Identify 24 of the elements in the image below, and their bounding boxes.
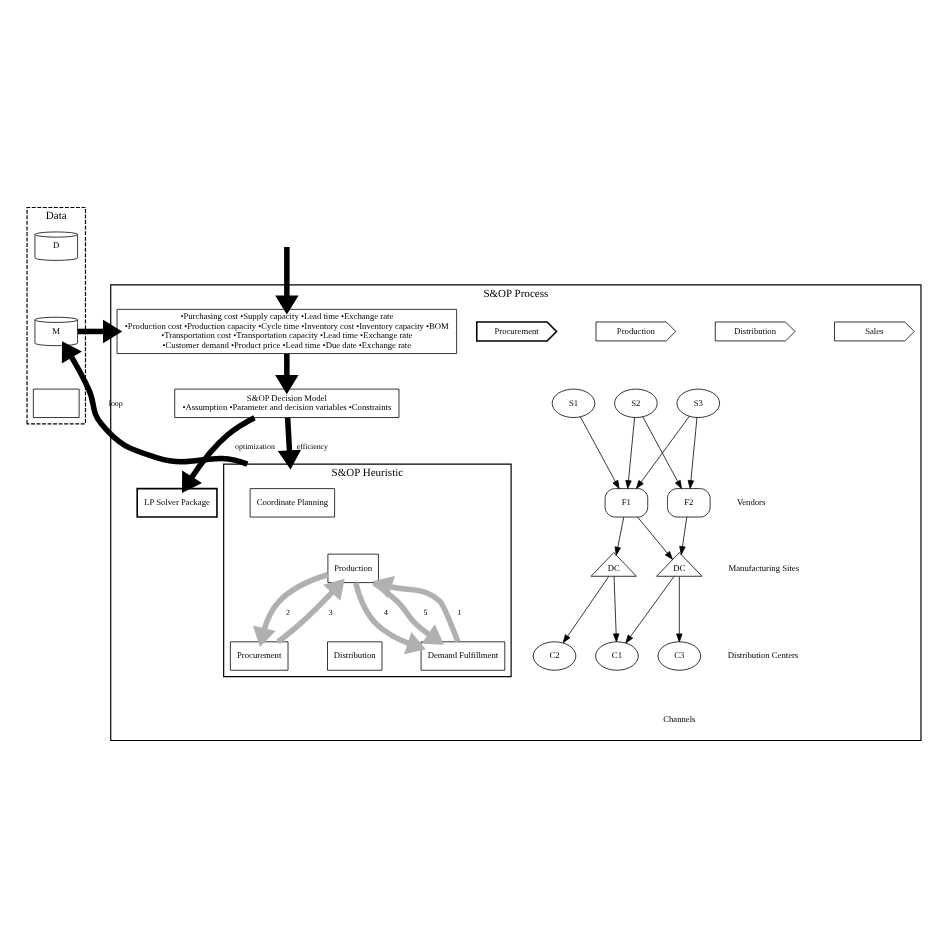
arrow [181, 415, 256, 493]
arrow [687, 417, 698, 489]
node-box [32, 388, 80, 418]
arrow [373, 576, 461, 643]
arrow [625, 576, 675, 644]
arrow [562, 576, 610, 644]
arrow [642, 416, 682, 489]
arrow [637, 516, 673, 560]
arrow [679, 516, 688, 555]
arrow [636, 415, 690, 489]
arrow [61, 341, 249, 467]
arrow [625, 417, 635, 489]
arrow [275, 353, 299, 395]
arrow [276, 578, 345, 644]
arrow [614, 516, 625, 556]
arrow [77, 319, 123, 344]
arrow [613, 576, 620, 643]
arrow [275, 247, 299, 315]
arrow [676, 576, 683, 643]
arrow [372, 580, 445, 645]
arrow [353, 582, 426, 655]
arrow [277, 417, 302, 470]
arrow [252, 572, 329, 647]
arrow [580, 416, 620, 489]
